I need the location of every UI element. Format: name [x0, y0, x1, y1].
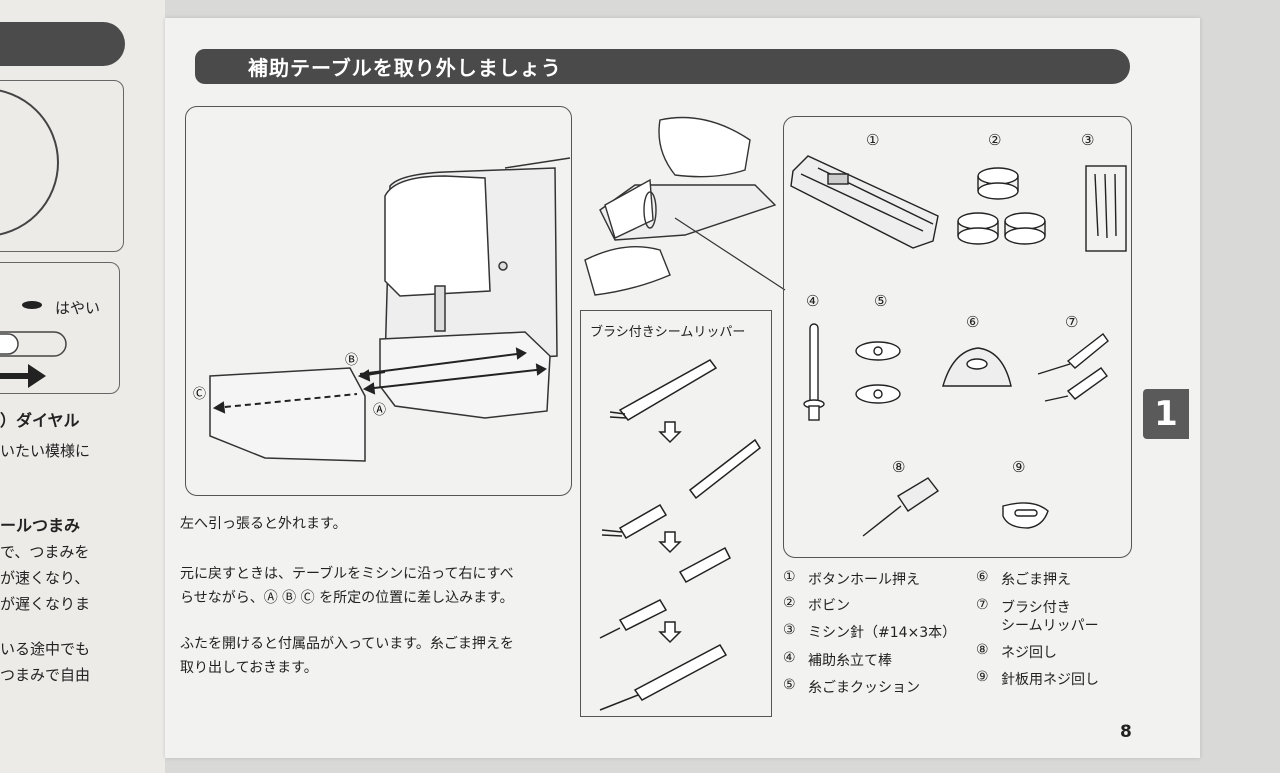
brush-ripper-label: ブラシ付きシームリッパー	[590, 325, 746, 340]
legend-num: ⑧	[976, 642, 989, 658]
accessory-number: ⑦	[1065, 313, 1079, 331]
legend-num: ⑦	[976, 597, 989, 613]
legend-label: ミシン針（#14×3本）	[808, 625, 957, 641]
legend-num: ⑥	[976, 569, 989, 585]
brush-ripper-steps	[599, 359, 761, 711]
machine-diagram-panel	[185, 106, 572, 496]
legend-num: ④	[783, 650, 796, 666]
accessory-number: ②	[988, 131, 1002, 149]
instruction-accessories-2: 取り出しておきます。	[180, 660, 318, 676]
accessory-number: ⑨	[1012, 458, 1026, 476]
speed-slider-graphic	[0, 301, 67, 388]
left-dial-panel	[0, 80, 124, 252]
label-c: Ⓒ	[193, 387, 206, 402]
accessory-illustrations	[790, 155, 1127, 537]
instruction-remove: 左へ引っ張ると外れます。	[180, 516, 347, 532]
knob-heading: ールつまみ	[0, 516, 81, 535]
legend-label-2: シームリッパー	[1001, 618, 1099, 634]
left-title-bar	[0, 22, 125, 66]
label-b: Ⓑ	[345, 353, 358, 368]
screwdriver-icon	[862, 477, 940, 537]
section-title: 補助テーブルを取り外しましょう	[248, 56, 562, 80]
dial-heading: ）ダイヤル	[0, 411, 80, 430]
needle-pack-icon	[1085, 165, 1127, 252]
label-a: Ⓐ	[373, 403, 386, 418]
legend-label: ネジ回し	[1001, 645, 1057, 661]
spool-felt-icon	[855, 341, 901, 404]
legend-label: 補助糸立て棒	[808, 653, 892, 669]
accessory-number: ①	[866, 131, 880, 149]
left-speed-panel	[0, 262, 120, 394]
accessory-number: ③	[1081, 131, 1095, 149]
section-title-bar	[195, 49, 1130, 84]
accessory-number: ⑤	[874, 292, 888, 310]
page-number: 8	[1120, 722, 1132, 742]
sewing-machine-illustration: Ⓑ Ⓐ Ⓒ	[193, 157, 571, 462]
legend-num: ①	[783, 569, 796, 585]
left-page: はやい ）ダイヤル いたい模様に ールつまみ で、つまみを が速くなり、 が遅く…	[0, 0, 165, 773]
speed-fast-label: はやい	[55, 299, 101, 317]
accessory-number: ④	[806, 292, 820, 310]
legend-label: ブラシ付き	[1001, 600, 1071, 616]
legend-label: ボビン	[808, 598, 850, 614]
bobbin-icon	[957, 167, 1046, 245]
spool-pin-icon	[803, 323, 825, 421]
legend-label: ボタンホール押え	[808, 572, 920, 588]
knob-line: が速くなり、	[0, 569, 90, 587]
legend-num: ③	[783, 622, 796, 638]
accessories-panel	[783, 116, 1132, 558]
extra-line: つまみで自由	[0, 666, 91, 684]
instruction-reattach-1: 元に戻すときは、テーブルをミシンに沿って右にすべ	[180, 566, 514, 582]
plate-screwdriver-icon	[1002, 502, 1049, 529]
legend-label: 針板用ネジ回し	[1001, 672, 1099, 688]
dial-text: いたい模様に	[0, 442, 91, 460]
lid-opening-illustration	[584, 116, 786, 296]
instruction-accessories-1: ふたを開けると付属品が入っています。糸ごま押えを	[180, 636, 514, 652]
legend-label: 糸ごまクッション	[808, 680, 920, 696]
chapter-tab: 1	[1143, 389, 1189, 439]
instruction-reattach-2: らせながら、Ⓐ Ⓑ Ⓒ を所定の位置に差し込みます。	[180, 590, 514, 606]
accessory-number: ⑧	[892, 458, 906, 476]
buttonhole-foot-icon	[790, 155, 939, 249]
legend-num: ②	[783, 595, 796, 611]
brush-ripper-panel	[580, 310, 772, 717]
legend-label: 糸ごま押え	[1001, 572, 1071, 588]
legend-num: ⑨	[976, 669, 989, 685]
legend-num: ⑤	[783, 677, 796, 693]
accessory-number: ⑥	[966, 313, 980, 331]
knob-line: が遅くなりま	[0, 595, 91, 613]
spool-cap-icon	[942, 347, 1012, 387]
seam-ripper-icon	[1037, 333, 1109, 402]
knob-line: で、つまみを	[0, 543, 90, 561]
extra-line: いる途中でも	[0, 640, 91, 658]
